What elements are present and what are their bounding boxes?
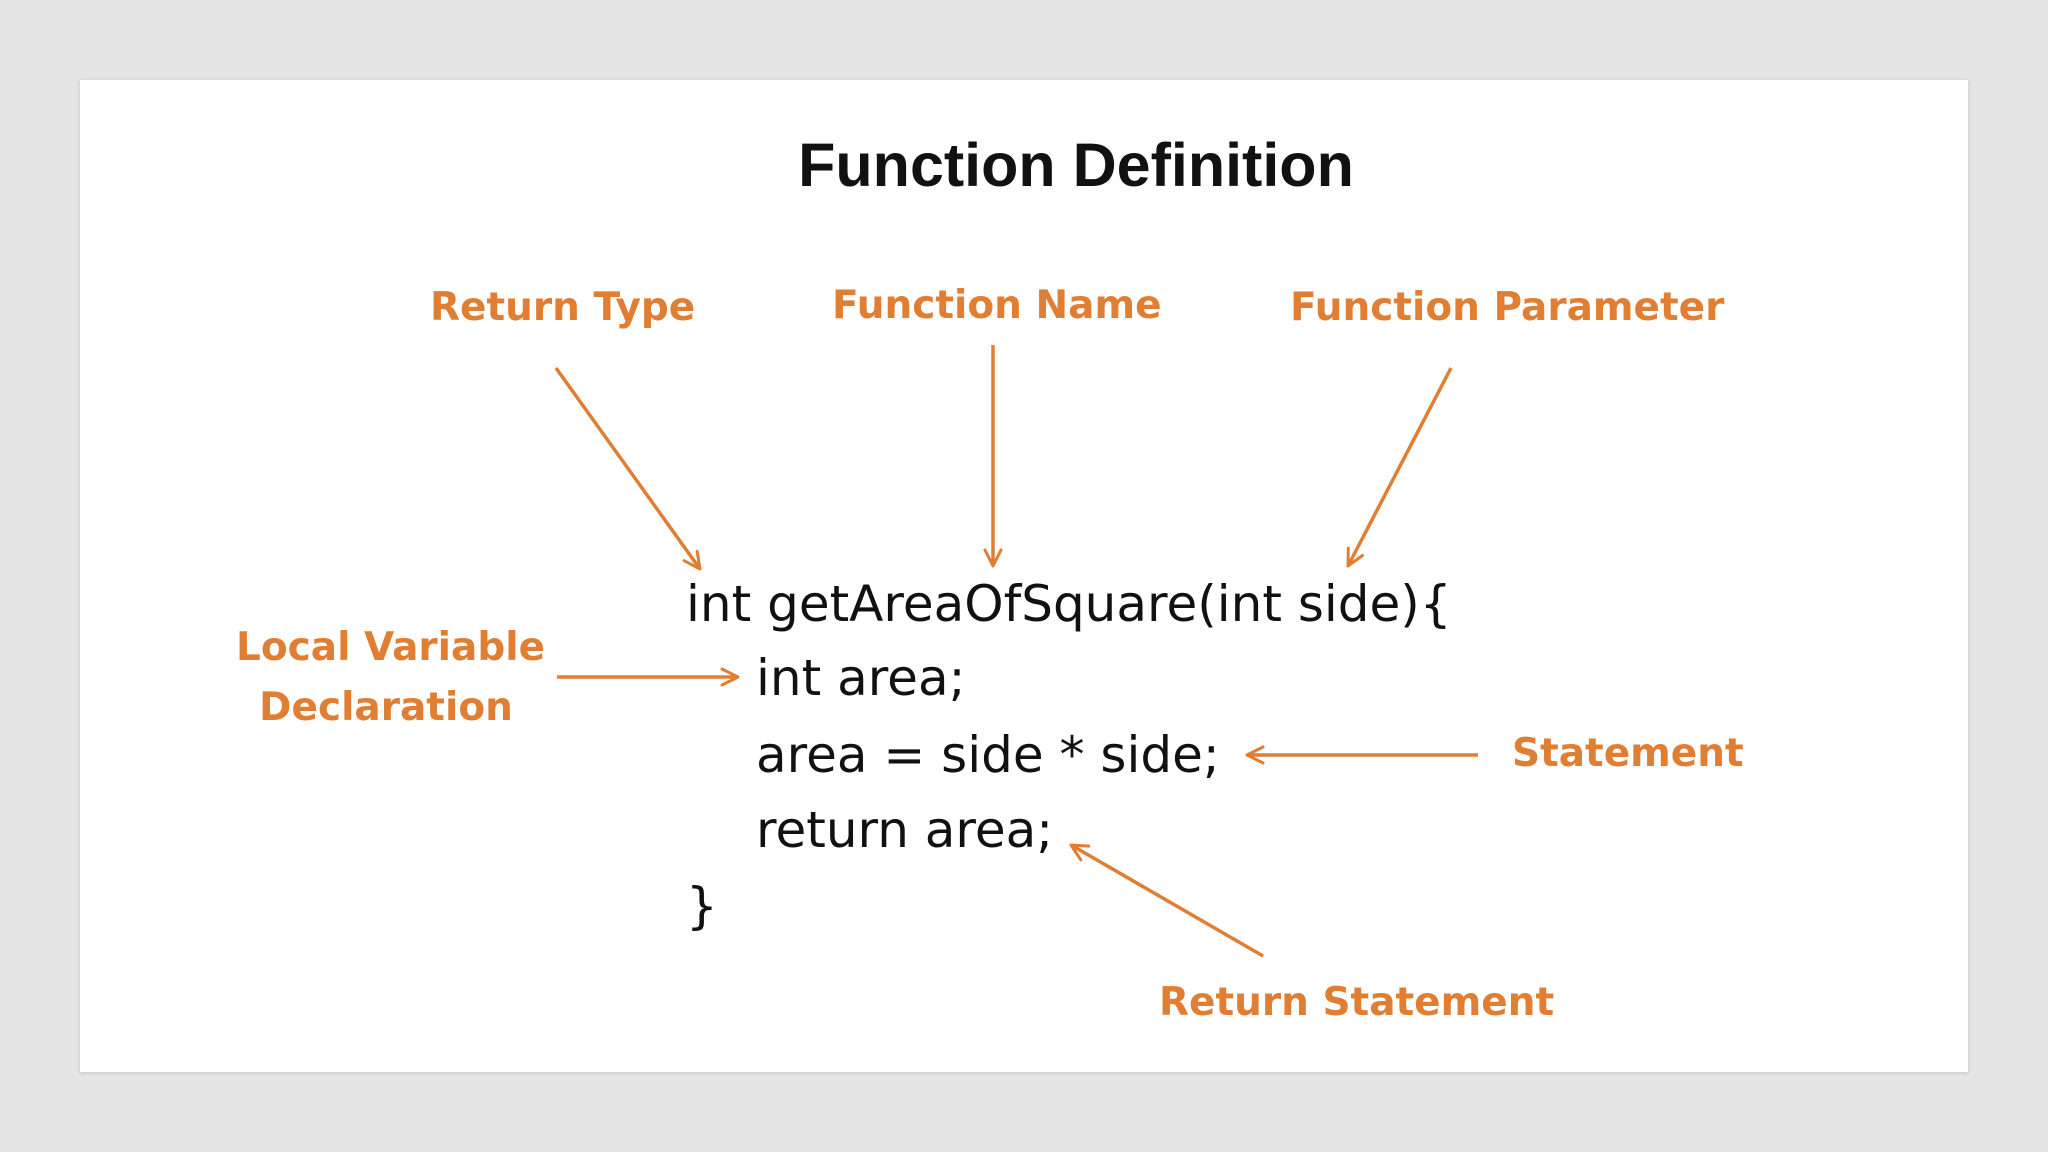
code-line-return: return area; <box>756 801 1054 859</box>
label-statement: Statement <box>1512 731 1744 776</box>
label-return-type: Return Type <box>430 285 696 330</box>
label-function-name: Function Name <box>832 283 1162 328</box>
label-local-variable-line2: Declaration <box>259 685 513 730</box>
code-line-declaration: int area; <box>756 649 966 707</box>
label-local-variable-declaration: Local Variable Declaration <box>236 618 546 738</box>
diagram-title: Function Definition <box>798 131 1354 199</box>
code-line-closing-brace: } <box>686 877 718 935</box>
label-return-statement: Return Statement <box>1159 980 1555 1025</box>
code-line-signature: int getAreaOfSquare(int side){ <box>686 575 1452 633</box>
label-local-variable-line1: Local Variable <box>236 625 546 670</box>
arrow-return-statement <box>1069 843 1264 958</box>
code-line-statement: area = side * side; <box>756 726 1220 784</box>
label-function-parameter: Function Parameter <box>1290 285 1725 330</box>
arrow-function-parameter <box>1346 367 1453 568</box>
arrow-return-type <box>554 366 702 571</box>
diagram-card <box>80 80 1968 1072</box>
